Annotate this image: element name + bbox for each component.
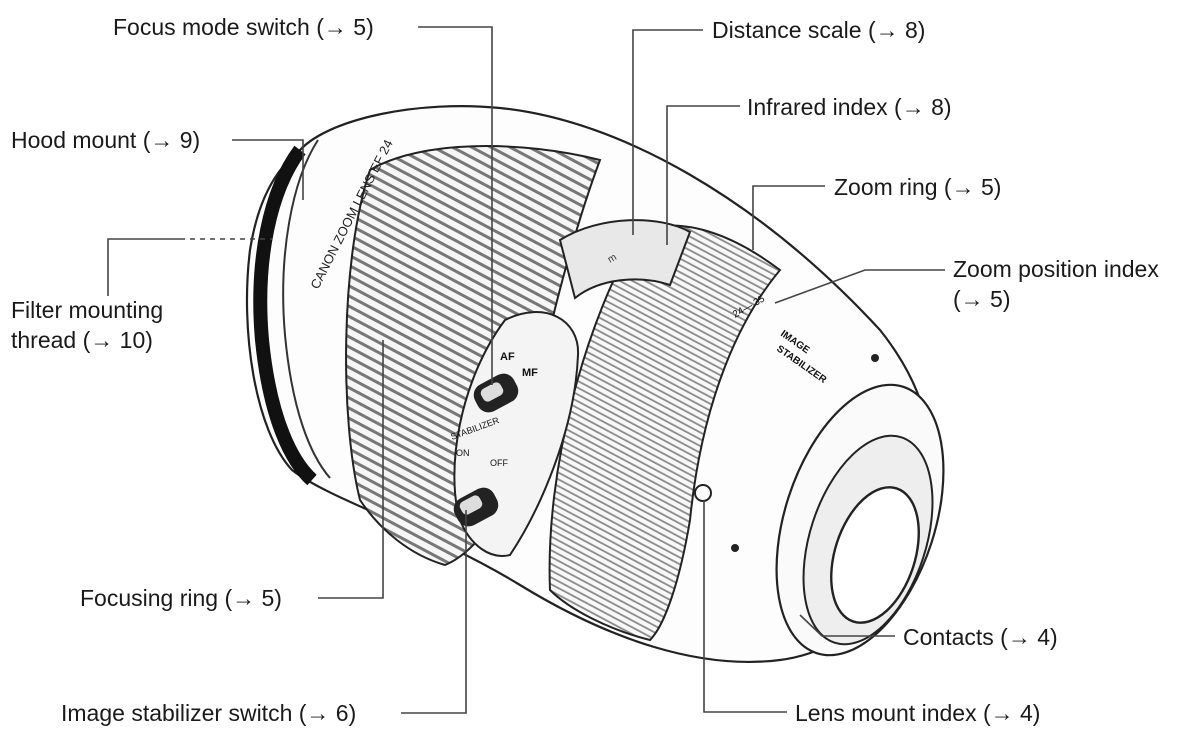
label-lens-mount-index: Lens mount index (→ 4) bbox=[795, 700, 1041, 726]
leader-distance-scale bbox=[632, 29, 703, 235]
leader-stabilizer bbox=[401, 510, 467, 714]
af-marking: AF bbox=[500, 351, 515, 363]
label-zoom-position-index-2: (→ 5) bbox=[953, 286, 1011, 312]
label-focus-mode-switch: Focus mode switch (→ 5) bbox=[113, 14, 374, 40]
on-marking: ON bbox=[456, 448, 470, 458]
leader-infrared bbox=[666, 105, 740, 245]
label-distance-scale: Distance scale (→ 8) bbox=[712, 17, 926, 43]
off-marking: OFF bbox=[490, 458, 508, 468]
label-contacts: Contacts (→ 4) bbox=[903, 624, 1058, 650]
label-filter-mounting-1: Filter mounting bbox=[11, 297, 164, 323]
label-focusing-ring: Focusing ring (→ 5) bbox=[80, 585, 282, 611]
lens-mount-index-dot bbox=[694, 484, 712, 502]
front-ring bbox=[253, 139, 331, 486]
label-zoom-position-index-1: Zoom position index bbox=[953, 256, 1159, 282]
label-zoom-ring: Zoom ring (→ 5) bbox=[834, 174, 1002, 200]
leader-contacts bbox=[799, 614, 895, 637]
leader-zoom-ring bbox=[752, 185, 825, 250]
label-infrared-index: Infrared index (→ 8) bbox=[747, 94, 952, 120]
leader-focusing-ring bbox=[318, 340, 384, 599]
label-hood-mount: Hood mount (→ 9) bbox=[11, 127, 201, 153]
leader-mount-index bbox=[703, 500, 787, 713]
label-filter-mounting-2: thread (→ 10) bbox=[11, 327, 153, 353]
leader-filter bbox=[107, 238, 180, 296]
leader-focus-mode bbox=[418, 26, 493, 385]
zoom-ring-graphic bbox=[548, 224, 782, 642]
label-image-stabilizer-switch: Image stabilizer switch (→ 6) bbox=[61, 700, 357, 726]
distance-scale-window bbox=[558, 219, 692, 300]
rear-mount bbox=[694, 354, 945, 657]
leader-hood bbox=[232, 139, 304, 200]
leader-lines bbox=[107, 26, 945, 714]
mf-marking: MF bbox=[522, 367, 538, 379]
leader-zoom-position bbox=[774, 269, 945, 304]
